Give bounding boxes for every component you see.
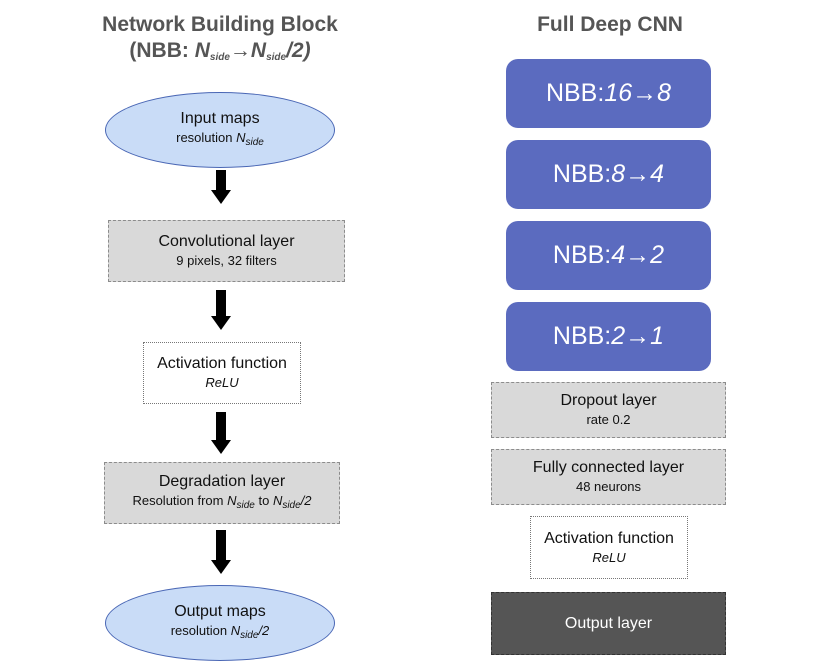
activation-sub-left: ReLU xyxy=(205,375,239,390)
input-maps-sub: resolution Nside xyxy=(176,129,264,148)
conv-layer-sub: 9 pixels, 32 filters xyxy=(176,253,277,268)
arrow-4 xyxy=(211,530,231,574)
fully-connected-layer-node: Fully connected layer 48 neurons xyxy=(491,449,726,505)
output-maps-node: Output maps resolution Nside/2 xyxy=(105,585,335,661)
activation-label-left: Activation function xyxy=(157,355,287,372)
degradation-label: Degradation layer xyxy=(158,472,286,490)
nbb-block-4-2: NBB: 4→2 xyxy=(506,221,711,290)
conv-layer-label: Convolutional layer xyxy=(158,233,295,250)
arrow-2 xyxy=(211,290,231,330)
nbb-block-2-1: NBB: 2→1 xyxy=(506,302,711,371)
fully-connected-sub: 48 neurons xyxy=(575,479,642,494)
activation-node-left: Activation function ReLU xyxy=(143,342,301,404)
dropout-label: Dropout layer xyxy=(560,392,657,409)
dropout-layer-node: Dropout layer rate 0.2 xyxy=(491,382,726,438)
output-layer-node: Output layer xyxy=(491,592,726,655)
output-layer-label: Output layer xyxy=(564,614,653,632)
cnn-title: Full Deep CNN xyxy=(537,13,683,36)
fully-connected-label: Fully connected layer xyxy=(532,459,685,476)
arrow-3 xyxy=(211,412,231,454)
nbb-title: Network Building Block (NBB: Nside→Nside… xyxy=(60,12,380,71)
input-maps-node: Input maps resolution Nside xyxy=(105,92,335,168)
output-maps-label: Output maps xyxy=(174,602,266,620)
nbb-title-line1: Network Building Block xyxy=(102,13,338,36)
conv-layer-node: Convolutional layer 9 pixels, 32 filters xyxy=(108,220,345,282)
degradation-layer-node: Degradation layer Resolution from Nside … xyxy=(104,462,340,524)
degradation-sub: Resolution from Nside to Nside/2 xyxy=(132,492,312,511)
activation-sub-right: ReLU xyxy=(592,549,626,565)
input-maps-label: Input maps xyxy=(180,109,260,127)
arrow-1 xyxy=(211,170,231,204)
activation-node-right: Activation function ReLU xyxy=(530,516,688,579)
activation-label-right: Activation function xyxy=(544,529,674,547)
nbb-title-line2: (NBB: Nside→Nside/2) xyxy=(129,39,311,63)
output-maps-sub: resolution Nside/2 xyxy=(170,622,270,641)
nbb-block-16-8: NBB: 16→8 xyxy=(506,59,711,128)
dropout-sub: rate 0.2 xyxy=(586,412,631,427)
nbb-block-8-4: NBB: 8→4 xyxy=(506,140,711,209)
